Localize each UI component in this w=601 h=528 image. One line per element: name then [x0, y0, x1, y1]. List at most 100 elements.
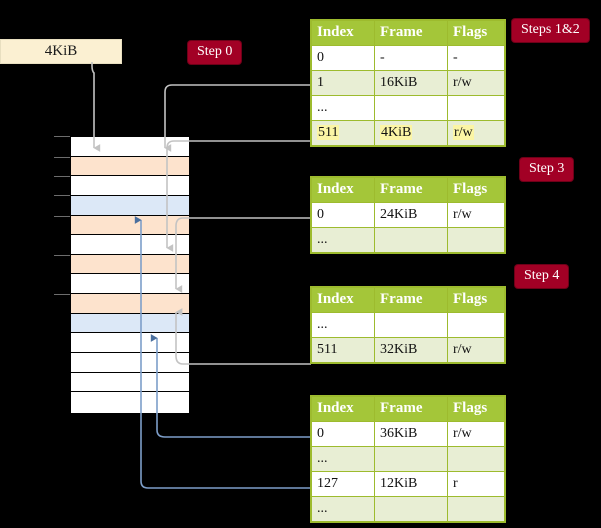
highlighted-value: 4KiB	[380, 125, 413, 140]
cell-frame: 36KiB	[374, 421, 448, 447]
table-row: 0--	[311, 45, 505, 71]
memory-tick-1	[54, 156, 70, 158]
cell-frame	[374, 496, 448, 522]
cell-index: ...	[311, 496, 375, 522]
cell-frame	[374, 95, 448, 121]
memory-tick-2	[54, 176, 70, 178]
column-header-flags: Flags	[447, 177, 505, 203]
cell-index: ...	[311, 227, 375, 253]
column-header-flags: Flags	[447, 287, 505, 313]
cell-index: 0	[311, 202, 375, 228]
cell-index: 511	[311, 337, 375, 363]
memory-frame-row-9	[71, 313, 189, 334]
memory-frame-row-2	[71, 176, 189, 196]
memory-tick-3	[54, 194, 70, 196]
cell-flags	[447, 496, 505, 522]
table-row: ...	[311, 227, 505, 253]
cell-index: ...	[311, 312, 375, 338]
cell-index: 511	[311, 120, 375, 146]
step-badge-steps12: Steps 1&2	[512, 19, 589, 42]
cell-frame	[374, 446, 448, 472]
cell-flags: r	[447, 471, 505, 497]
memory-frame-row-4	[71, 215, 189, 236]
cell-frame: 12KiB	[374, 471, 448, 497]
step-badge-step0: Step 0	[188, 41, 242, 64]
memory-frame-row-1	[71, 156, 189, 177]
cell-flags: r/w	[447, 120, 505, 146]
cell-frame	[374, 312, 448, 338]
column-header-index: Index	[311, 287, 375, 313]
cell-frame: -	[374, 45, 448, 71]
table-row: ...	[311, 496, 505, 522]
memory-frame-row-6	[71, 254, 189, 275]
cell-flags: r/w	[447, 70, 505, 96]
cell-frame: 24KiB	[374, 202, 448, 228]
cell-index: 0	[311, 45, 375, 71]
cell-flags	[447, 446, 505, 472]
memory-frame-row-10	[71, 333, 189, 354]
memory-frame-row-5	[71, 235, 189, 255]
cell-index: 0	[311, 421, 375, 447]
column-header-flags: Flags	[447, 396, 505, 422]
cell-index: ...	[311, 95, 375, 121]
table-row: ...	[311, 95, 505, 121]
cell-frame: 32KiB	[374, 337, 448, 363]
table-row: 511 4KiB r/w	[311, 120, 505, 146]
cell-frame: 16KiB	[374, 70, 448, 96]
cell-frame: 4KiB	[374, 120, 448, 146]
step-badge-step3: Step 3	[520, 158, 574, 181]
memory-tick-4	[54, 215, 70, 217]
cell-flags: r/w	[447, 202, 505, 228]
cell-flags	[447, 227, 505, 253]
cell-index: 127	[311, 471, 375, 497]
cell-flags	[447, 95, 505, 121]
wire-step4	[175, 308, 311, 365]
table-row: ...	[311, 446, 505, 472]
memory-frame-row-12	[71, 372, 189, 393]
column-header-frame: Frame	[374, 177, 448, 203]
column-header-index: Index	[311, 396, 375, 422]
cell-flags: r/w	[447, 421, 505, 447]
cell-flags: -	[447, 45, 505, 71]
table-row: ...	[311, 312, 505, 338]
memory-frame-row-11	[71, 353, 189, 373]
memory-tick-6	[54, 254, 70, 256]
cell-index: 1	[311, 70, 375, 96]
cell-index: ...	[311, 446, 375, 472]
memory-frame-row-7	[71, 274, 189, 295]
memory-frame-row-13	[71, 392, 189, 412]
memory-tick-0	[54, 136, 70, 137]
highlighted-value: 511	[317, 125, 340, 140]
column-header-index: Index	[311, 177, 375, 203]
column-header-frame: Frame	[374, 287, 448, 313]
memory-tick-8	[54, 294, 70, 296]
highlighted-value: r/w	[453, 125, 474, 140]
virtual-address-box: 4KiB	[0, 39, 122, 64]
column-header-frame: Frame	[374, 20, 448, 46]
column-header-index: Index	[311, 20, 375, 46]
column-header-frame: Frame	[374, 396, 448, 422]
memory-frame-row-0	[71, 137, 189, 157]
cell-flags: r/w	[447, 337, 505, 363]
wire-step3	[175, 217, 311, 293]
physical-memory-column	[70, 136, 190, 414]
memory-frame-row-8	[71, 294, 189, 314]
cell-frame	[374, 227, 448, 253]
column-header-flags: Flags	[447, 20, 505, 46]
cell-flags	[447, 312, 505, 338]
memory-frame-row-3	[71, 195, 189, 216]
